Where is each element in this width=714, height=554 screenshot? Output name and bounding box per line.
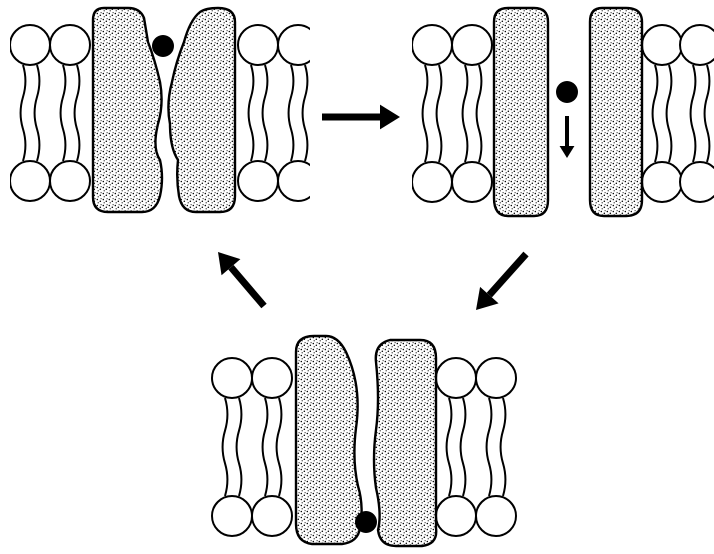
lipid-head-top <box>436 358 476 398</box>
lipid-head-top <box>476 358 516 398</box>
lipid-head-bottom <box>412 162 452 202</box>
lipid-tail <box>277 398 282 496</box>
lipid-tail <box>463 65 468 162</box>
lipid-head-top <box>212 358 252 398</box>
lipid-pair <box>452 25 492 202</box>
lipid-pair <box>412 25 452 202</box>
carrier-layer <box>93 8 642 546</box>
lipid-tail <box>21 65 26 161</box>
lipid-tail <box>691 65 696 162</box>
solute-released <box>355 511 377 533</box>
lipid-tail <box>461 398 466 496</box>
lipid-tail <box>423 65 428 162</box>
lipid-pair <box>680 25 714 202</box>
carrier-right-subunit <box>168 8 235 212</box>
lipid-tail <box>705 65 710 162</box>
lipid-tail <box>447 398 452 496</box>
solute-in-channel <box>556 81 578 103</box>
lipid-head-bottom <box>452 162 492 202</box>
lipid-head-bottom <box>436 496 476 536</box>
arrow-state3-to-state1 <box>218 252 264 306</box>
lipid-tail <box>75 65 80 161</box>
lipid-head-bottom <box>278 161 318 201</box>
lipid-pair <box>476 358 516 536</box>
lipid-pair <box>212 358 252 536</box>
lipid-head-top <box>252 358 292 398</box>
lipid-head-top <box>680 25 714 65</box>
arrow-shaft <box>231 267 264 306</box>
lipid-tail <box>303 65 308 161</box>
lipid-tail <box>487 398 492 496</box>
lipid-pair <box>642 25 682 202</box>
lipid-head-top <box>50 25 90 65</box>
carrier-left-subunit <box>296 336 362 544</box>
lipid-head-bottom <box>238 161 278 201</box>
lipid-head-bottom <box>10 161 50 201</box>
lipid-tail <box>61 65 66 161</box>
arrow-head <box>560 146 575 158</box>
lipid-pair <box>10 25 50 201</box>
carrier-left-subunit <box>93 8 162 212</box>
lipid-head-bottom <box>252 496 292 536</box>
lipid-head-bottom <box>476 496 516 536</box>
lipid-tail <box>249 65 254 161</box>
lipid-head-bottom <box>50 161 90 201</box>
arrow-head <box>380 105 400 130</box>
solute-bound <box>152 35 174 57</box>
solute-motion-arrow <box>560 116 575 158</box>
lipid-tail <box>237 398 242 496</box>
lipid-tail <box>263 398 268 496</box>
lipid-head-top <box>238 25 278 65</box>
lipid-pair <box>252 358 292 536</box>
state-2-carrier <box>494 8 642 216</box>
carrier-right-subunit <box>374 340 436 546</box>
lipid-pair <box>238 25 278 201</box>
lipid-tail <box>501 398 506 496</box>
lipid-tail <box>653 65 658 162</box>
state-3-membrane <box>212 358 516 536</box>
lipid-head-top <box>412 25 452 65</box>
lipid-pair <box>436 358 476 536</box>
lipid-pair <box>50 25 90 201</box>
lipid-tail <box>35 65 40 161</box>
carrier-left-subunit <box>494 8 548 216</box>
lipid-head-top <box>642 25 682 65</box>
lipid-pair <box>278 25 318 201</box>
lipid-tail <box>667 65 672 162</box>
lipid-tail <box>289 65 294 161</box>
arrow-shaft <box>489 254 526 295</box>
arrow-state2-to-state3 <box>476 254 526 310</box>
lipid-head-bottom <box>212 496 252 536</box>
lipid-head-bottom <box>642 162 682 202</box>
arrow-state1-to-state2 <box>322 105 400 130</box>
lipid-tail <box>263 65 268 161</box>
lipid-tail <box>477 65 482 162</box>
lipid-head-top <box>278 25 318 65</box>
lipid-head-bottom <box>680 162 714 202</box>
carrier-right-subunit <box>590 8 642 216</box>
lipid-head-top <box>10 25 50 65</box>
lipid-tail <box>437 65 442 162</box>
lipid-head-top <box>452 25 492 65</box>
lipid-tail <box>223 398 228 496</box>
state-2-membrane <box>412 25 714 202</box>
